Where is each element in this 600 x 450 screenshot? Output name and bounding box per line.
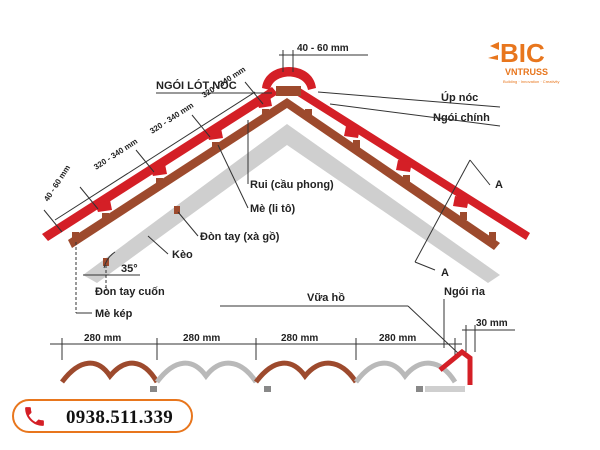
angle-label: 35° [121, 263, 138, 275]
ridge-cap [262, 67, 316, 90]
ridge-lining-label: NGÓI LÓT NÓC [156, 79, 237, 92]
logo-ray-icon [488, 42, 499, 60]
batten-right [287, 98, 500, 250]
brand-logo: BIC VNTRUSS Building · Innovation · Crea… [488, 38, 559, 84]
phone-contact[interactable]: 0938.511.339 [12, 399, 193, 433]
edge-gap-label: 30 mm [476, 318, 508, 329]
rafter-right [287, 124, 500, 283]
main-tile-label: Ngói chính [433, 112, 490, 124]
tile-steps-right [344, 126, 469, 208]
batten-left [68, 98, 287, 248]
edge-tile-label: Ngói rìa [444, 286, 486, 298]
ridge-cap-label: Úp nóc [441, 91, 478, 104]
batten-label: Rui (cầu phong) [250, 179, 334, 191]
logo-name: BIC [500, 38, 545, 68]
spacing-1: 280 mm [84, 333, 121, 344]
phone-icon [25, 407, 44, 426]
slope-dim-2: 320 - 340 mm [92, 137, 139, 172]
tile-steps-left [95, 96, 272, 212]
wave-tiles [60, 348, 473, 392]
laths-right [305, 109, 496, 240]
double-lath-label: Mè kép [95, 308, 133, 320]
phone-number: 0938.511.339 [66, 407, 174, 428]
logo-sub: VNTRUSS [505, 67, 548, 77]
ridge-gap-label: 40 - 60 mm [297, 43, 349, 54]
spacing-3: 280 mm [281, 333, 318, 344]
section-a-bottom: A [441, 267, 449, 279]
slope-dim-3: 320 - 340 mm [148, 101, 195, 136]
lath-label: Mè (li tô) [250, 203, 296, 215]
eave-purlin-label: Đòn tay cuốn [95, 286, 165, 298]
rafter-label: Kèo [172, 249, 193, 261]
purlin-label: Đòn tay (xà gồ) [200, 231, 280, 243]
section-a-line [414, 159, 471, 263]
spacing-4: 280 mm [379, 333, 416, 344]
mortar-label: Vữa hồ [307, 292, 345, 304]
spacing-2: 280 mm [183, 333, 220, 344]
slope-dim-1: 40 - 60 mm [42, 164, 72, 204]
ridge-lining [276, 86, 301, 96]
logo-tagline: Building · Innovation · Creativity [503, 79, 559, 84]
main-tile-right [296, 88, 530, 240]
rafter-left [83, 124, 287, 283]
section-a-top: A [495, 179, 503, 191]
